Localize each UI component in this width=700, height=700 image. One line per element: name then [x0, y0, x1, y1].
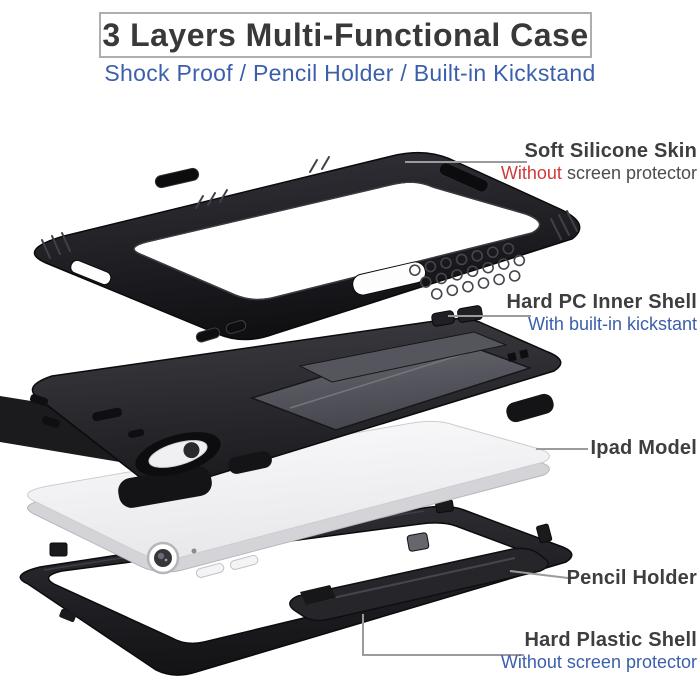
- hard-plastic-shell-layer: [19, 499, 573, 676]
- ipad-camera: [146, 541, 180, 575]
- honeycomb-texture: [409, 242, 526, 300]
- callout-plastic: [362, 614, 524, 656]
- ipad-side-button: [229, 555, 259, 570]
- ipad-mic-dot: [191, 548, 197, 554]
- page-title: 3 Layers Multi-Functional Case: [102, 16, 589, 53]
- title-box: 3 Layers Multi-Functional Case: [99, 12, 592, 58]
- caption-text: With built-in kickstant: [527, 314, 697, 334]
- shell-camera-cutout: [135, 432, 221, 476]
- annotation-title: Soft Silicone Skin: [524, 140, 697, 162]
- annotation-ipad-model: Ipad Model: [591, 438, 697, 459]
- annotation-title: Hard Plastic Shell: [524, 629, 697, 651]
- pencil-holder-bar: [289, 547, 549, 622]
- annotation-title: Ipad Model: [590, 437, 697, 459]
- annotation-hard-pc-inner-shell: Hard PC Inner Shell With built-in kickst…: [506, 292, 697, 334]
- ipad-layer: [27, 420, 550, 578]
- annotation-caption: With built-in kickstant: [506, 315, 697, 334]
- annotation-title: Hard PC Inner Shell: [506, 291, 697, 313]
- silicone-frame: [33, 151, 581, 341]
- caption-rest: screen protector: [561, 163, 697, 183]
- ipad-side-button: [195, 563, 225, 578]
- frame-clip: [406, 532, 430, 552]
- kickstand-window-slot: [352, 261, 427, 296]
- ipad-back: [27, 420, 550, 560]
- frame-clip: [536, 523, 553, 544]
- grip-ribs: [41, 156, 578, 259]
- caption-highlight: Without: [500, 163, 562, 183]
- callout-pencil: [509, 570, 569, 579]
- annotation-title: Pencil Holder: [566, 567, 697, 589]
- frame-clip: [49, 542, 68, 557]
- annotation-pencil-holder: Pencil Holder: [567, 568, 697, 589]
- annotation-caption: Without screen protector: [501, 653, 697, 672]
- page-subtitle: Shock Proof / Pencil Holder / Built-in K…: [104, 60, 596, 86]
- hard-pc-shell-layer: [0, 305, 562, 508]
- frame-clip: [59, 608, 77, 623]
- annotation-soft-silicone-skin: Soft Silicone Skin Without screen protec…: [501, 141, 697, 183]
- silicone-button: [225, 320, 247, 334]
- silicone-button: [195, 327, 221, 343]
- callout-lines: [362, 161, 588, 656]
- annotation-hard-plastic-shell: Hard Plastic Shell Without screen protec…: [501, 630, 697, 672]
- shell-volume-button: [457, 305, 483, 323]
- caption-text: Without screen protector: [500, 652, 697, 672]
- annotation-caption: Without screen protector: [501, 164, 697, 183]
- soft-silicone-skin-layer: [33, 151, 581, 343]
- side-slot: [70, 259, 112, 286]
